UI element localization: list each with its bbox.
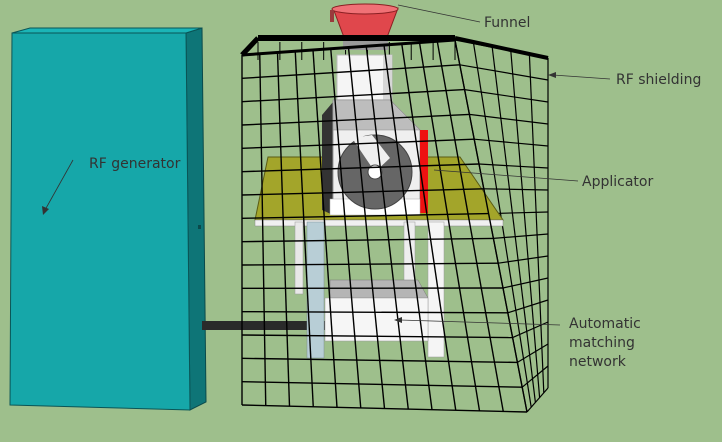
shield-front-horizontal-wire — [241, 404, 528, 413]
shield-top-rim — [241, 38, 456, 57]
feed-pipe — [336, 54, 393, 106]
applicator-leader — [433, 169, 579, 182]
applicator-rotor-hub — [367, 164, 383, 180]
shield-front-horizontal-wire — [241, 163, 480, 173]
rf-shielding-label: RF shielding — [616, 72, 701, 88]
shield-side-horizontal-wire — [459, 64, 549, 81]
shield-front-vertical-wire — [347, 47, 386, 409]
shield-side-horizontal-wire — [478, 163, 549, 169]
shield-front-horizontal-wire — [241, 188, 484, 196]
matching-network-label-line2: matching — [569, 335, 635, 351]
shield-top-rim — [454, 36, 549, 60]
funnel-handle — [330, 10, 334, 22]
table-leg-front-right — [427, 221, 445, 358]
shield-front-horizontal-wire — [241, 88, 465, 103]
rf-shielding-front-wires — [240, 35, 549, 413]
shield-side-horizontal-wire — [483, 188, 549, 191]
matching-network-leader — [399, 319, 561, 326]
funnel-label: Funnel — [484, 15, 530, 31]
table-leg-back-left — [294, 221, 304, 295]
matching-network-arrowhead — [394, 317, 402, 323]
shield-side-vertical-wire — [491, 47, 536, 403]
shield-side-horizontal-wire — [517, 343, 549, 363]
funnel-rim — [331, 3, 399, 15]
shield-front-vertical-wire — [276, 52, 291, 407]
rf-shielding-leader — [552, 74, 611, 80]
shield-front-vertical-wire — [294, 51, 314, 407]
rf-generator-cabinet — [9, 27, 207, 411]
coaxial-cable — [202, 321, 330, 330]
shield-front-vertical-wire — [436, 41, 504, 412]
shield-front-horizontal-wire — [241, 380, 523, 388]
shield-side-vertical-wire — [510, 50, 541, 398]
applicator-back-panel — [322, 102, 333, 215]
shield-side-horizontal-wire — [526, 387, 549, 413]
matching-network-label-line3: network — [569, 354, 627, 370]
shield-front-vertical-wire — [330, 48, 362, 408]
shield-front-horizontal-wire — [241, 138, 475, 150]
shield-side-horizontal-wire — [474, 138, 549, 147]
shield-front-horizontal-wire — [241, 357, 518, 364]
rf-generator-connector — [198, 225, 201, 229]
shield-side-horizontal-wire — [507, 299, 549, 314]
shield-front-vertical-wire — [454, 39, 528, 413]
shield-side-horizontal-wire — [464, 89, 549, 103]
rf-generator-front — [9, 32, 191, 411]
table-edge — [254, 219, 504, 227]
shield-side-horizontal-wire — [502, 277, 549, 289]
feed-pipe-shade — [383, 55, 392, 105]
shield-side-horizontal-wire — [498, 255, 549, 264]
shield-front-horizontal-wire — [241, 334, 513, 339]
shield-side-horizontal-wire — [469, 113, 549, 125]
matching-network-label-line1: Automatic — [569, 316, 641, 332]
shield-front-horizontal-wire — [241, 212, 489, 220]
applicator-electrode — [420, 130, 428, 213]
shield-side-horizontal-wire — [521, 365, 549, 388]
applicator-label: Applicator — [582, 174, 653, 190]
shield-front-vertical-wire — [312, 49, 338, 408]
shield-side-horizontal-wire — [493, 233, 549, 239]
shield-front-horizontal-wire — [241, 262, 499, 266]
matching-network-top — [329, 279, 429, 299]
shield-front-horizontal-wire — [241, 64, 460, 80]
shield-front-vertical-wire — [418, 42, 481, 411]
rf-generator-label: RF generator — [89, 156, 181, 172]
rf-generator-top — [11, 27, 203, 34]
rf-generator-leader — [44, 159, 74, 211]
shield-front-horizontal-wire — [241, 310, 508, 314]
funnel-leader — [397, 4, 481, 23]
shield-front-horizontal-wire — [241, 237, 494, 243]
shield-front-vertical-wire — [259, 53, 267, 406]
shield-front-vertical-wire — [383, 44, 433, 410]
leader-arrows — [42, 4, 611, 326]
rf-shielding-arrowhead — [548, 72, 556, 78]
rf-generator-arrowhead — [42, 206, 49, 215]
shield-top-rim — [240, 36, 260, 57]
shield-front-horizontal-wire — [241, 113, 470, 126]
shield-side-vertical-wire — [528, 54, 545, 393]
shield-front-vertical-wire — [365, 46, 409, 410]
shield-front-vertical-wire — [401, 43, 457, 411]
